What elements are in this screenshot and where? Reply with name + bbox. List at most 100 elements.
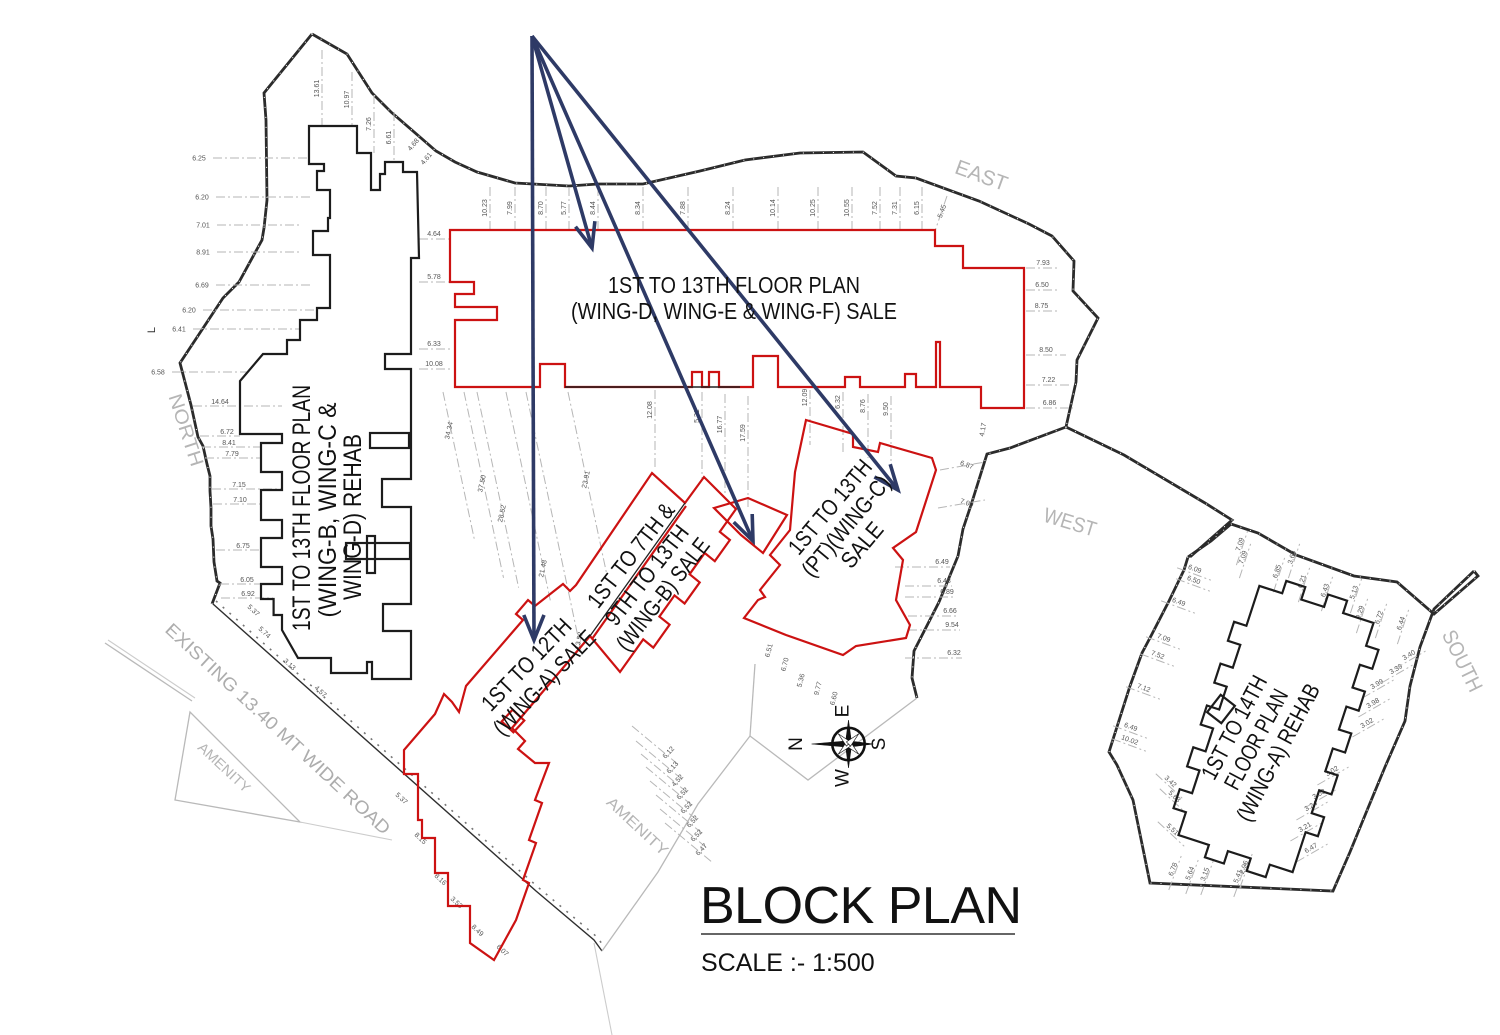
svg-text:17.59: 17.59: [740, 424, 747, 442]
svg-text:9.50: 9.50: [883, 402, 890, 416]
svg-text:(WING-D, WING-E & WING-F) SALE: (WING-D, WING-E & WING-F) SALE: [571, 298, 897, 324]
svg-text:8.41: 8.41: [222, 440, 236, 447]
svg-text:6.49: 6.49: [935, 559, 949, 566]
svg-text:13.52: 13.52: [574, 631, 585, 650]
svg-text:6.66: 6.66: [943, 608, 957, 615]
svg-text:6.05: 6.05: [240, 577, 254, 584]
svg-text:L: L: [146, 327, 158, 333]
svg-text:8.91: 8.91: [196, 250, 210, 257]
svg-text:34.34: 34.34: [444, 421, 455, 440]
svg-text:10.25: 10.25: [810, 199, 817, 217]
svg-text:12.09: 12.09: [802, 389, 809, 407]
svg-text:6.69: 6.69: [195, 283, 209, 290]
svg-text:6.48: 6.48: [937, 578, 951, 585]
svg-text:10.14: 10.14: [770, 199, 777, 217]
svg-text:8.34: 8.34: [635, 201, 642, 215]
svg-text:6.60: 6.60: [829, 691, 839, 706]
svg-text:6.09: 6.09: [1187, 564, 1202, 575]
svg-text:5.36: 5.36: [796, 673, 806, 688]
svg-text:14.64: 14.64: [211, 399, 229, 406]
svg-text:5.41: 5.41: [1233, 869, 1244, 884]
svg-text:7.09: 7.09: [1235, 537, 1246, 552]
svg-text:6.70: 6.70: [780, 657, 790, 672]
svg-text:6.89: 6.89: [940, 589, 954, 596]
svg-text:5.78: 5.78: [427, 274, 441, 281]
svg-text:8.24: 8.24: [725, 201, 732, 215]
svg-text:12.08: 12.08: [647, 401, 654, 419]
svg-text:7.00: 7.00: [959, 498, 974, 509]
svg-text:6.21: 6.21: [1297, 574, 1308, 589]
svg-text:7.15: 7.15: [232, 482, 246, 489]
svg-text:23.91: 23.91: [581, 470, 592, 489]
svg-text:3.15: 3.15: [1200, 867, 1211, 882]
svg-text:5.77: 5.77: [561, 201, 568, 215]
svg-text:6.50: 6.50: [1186, 575, 1201, 586]
svg-text:6.49: 6.49: [1171, 597, 1186, 608]
svg-text:21.48: 21.48: [538, 559, 549, 578]
svg-text:5.13: 5.13: [1349, 585, 1360, 600]
svg-text:N: N: [786, 737, 807, 751]
svg-text:7.22: 7.22: [1042, 377, 1056, 384]
svg-text:6.43: 6.43: [1320, 583, 1331, 598]
svg-text:13.61: 13.61: [314, 80, 321, 98]
svg-text:6.15: 6.15: [914, 201, 921, 215]
svg-text:S: S: [869, 738, 890, 751]
svg-text:6.87: 6.87: [959, 460, 974, 471]
svg-text:6.50: 6.50: [1035, 282, 1049, 289]
svg-text:9.29: 9.29: [1355, 605, 1366, 620]
svg-text:(WING-B, WING-C &: (WING-B, WING-C &: [314, 402, 342, 617]
svg-text:5.64: 5.64: [1185, 866, 1196, 881]
svg-text:6.25: 6.25: [192, 156, 206, 163]
svg-text:6.32: 6.32: [947, 650, 961, 657]
svg-text:7.09: 7.09: [1156, 633, 1171, 644]
svg-text:6.92: 6.92: [241, 591, 255, 598]
svg-text:7.10: 7.10: [233, 497, 247, 504]
svg-text:8.76: 8.76: [860, 399, 867, 413]
svg-text:8.44: 8.44: [590, 201, 597, 215]
svg-text:6.32: 6.32: [835, 395, 842, 409]
svg-text:W: W: [833, 769, 854, 787]
svg-text:9.54: 9.54: [945, 622, 959, 629]
svg-text:2.96: 2.96: [1239, 860, 1250, 875]
svg-text:7.99: 7.99: [507, 201, 514, 215]
svg-text:7.01: 7.01: [196, 223, 210, 230]
svg-text:8.70: 8.70: [538, 201, 545, 215]
svg-text:6.61: 6.61: [386, 131, 393, 145]
svg-text:7.93: 7.93: [1036, 260, 1050, 267]
svg-text:7.79: 7.79: [225, 451, 239, 458]
svg-text:6.72: 6.72: [1374, 610, 1385, 625]
svg-text:6.85: 6.85: [1272, 564, 1283, 579]
svg-text:6.75: 6.75: [236, 543, 250, 550]
svg-text:7.26: 7.26: [366, 117, 373, 131]
svg-text:1ST TO 13TH FLOOR PLAN: 1ST TO 13TH FLOOR PLAN: [288, 385, 316, 631]
svg-text:3.60: 3.60: [1287, 550, 1298, 565]
svg-text:6.49: 6.49: [1123, 722, 1138, 733]
svg-text:6.72: 6.72: [220, 429, 234, 436]
svg-text:4.64: 4.64: [427, 231, 441, 238]
svg-text:SCALE :- 1:500: SCALE :- 1:500: [701, 949, 875, 977]
svg-text:7.52: 7.52: [1150, 650, 1165, 661]
svg-text:6.86: 6.86: [1043, 400, 1057, 407]
svg-text:10.55: 10.55: [844, 199, 851, 217]
svg-text:E: E: [833, 705, 854, 718]
svg-text:6.33: 6.33: [427, 341, 441, 348]
svg-text:4.17: 4.17: [979, 422, 988, 437]
svg-text:9.77: 9.77: [813, 681, 823, 696]
svg-text:7.88: 7.88: [680, 201, 687, 215]
svg-text:6.51: 6.51: [764, 643, 774, 658]
svg-text:6.58: 6.58: [151, 370, 165, 377]
svg-text:8.75: 8.75: [1035, 303, 1049, 310]
svg-text:28.52: 28.52: [497, 504, 508, 523]
svg-text:7.31: 7.31: [892, 201, 899, 215]
svg-text:WING-D) REHAB: WING-D) REHAB: [339, 434, 367, 600]
svg-text:BLOCK PLAN: BLOCK PLAN: [700, 877, 1022, 935]
svg-text:10.97: 10.97: [344, 91, 351, 109]
svg-text:7.09: 7.09: [1238, 550, 1249, 565]
svg-text:10.08: 10.08: [425, 361, 443, 368]
svg-text:6.44: 6.44: [1396, 616, 1407, 631]
svg-text:8.50: 8.50: [1039, 347, 1053, 354]
svg-text:7.52: 7.52: [872, 201, 879, 215]
svg-text:1ST TO 13TH FLOOR PLAN: 1ST TO 13TH FLOOR PLAN: [608, 272, 860, 298]
svg-text:10.23: 10.23: [482, 199, 489, 217]
svg-text:5.45: 5.45: [937, 204, 948, 219]
